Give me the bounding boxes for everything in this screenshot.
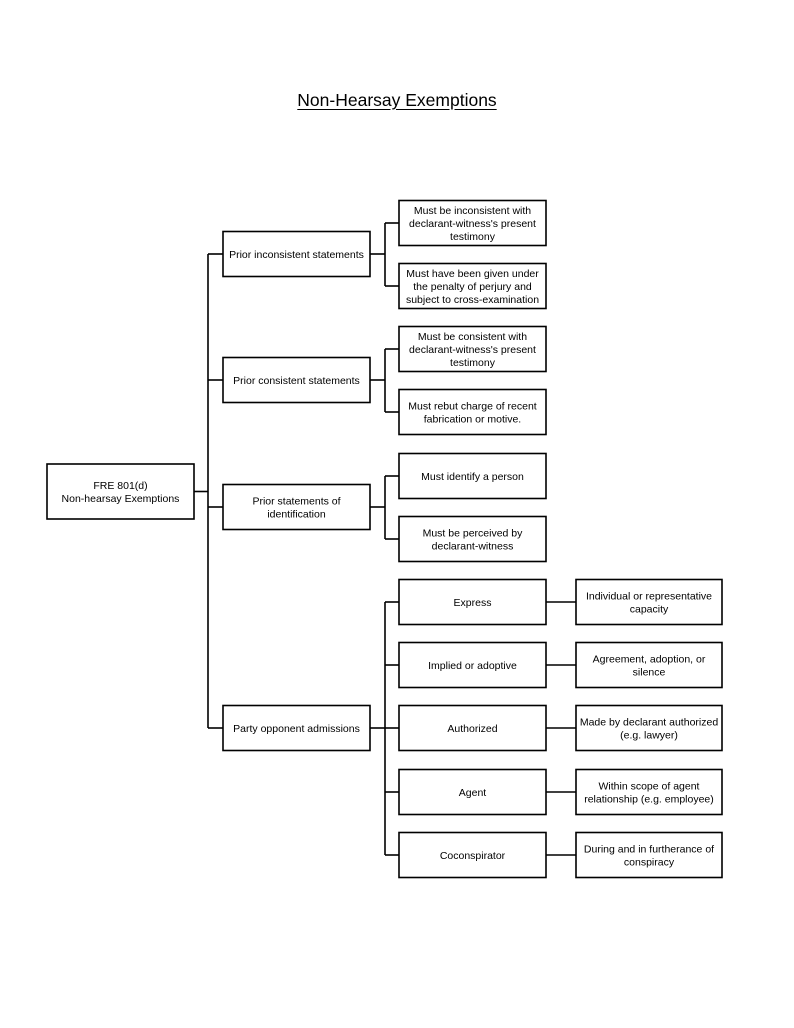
category-prior-inconsistent-text-line: Prior inconsistent statements: [229, 249, 364, 261]
category-prior-consistent-text-line: Prior consistent statements: [233, 375, 360, 387]
prior-inconsistent-requirement-node-text-line: the penalty of perjury and: [413, 281, 532, 293]
party-opponent-requirement-node: Coconspirator: [398, 831, 547, 879]
category-party-opponent-text-line: Party opponent admissions: [233, 723, 360, 735]
party-opponent-requirement-node-border: [398, 578, 547, 626]
category-prior-inconsistent: Prior inconsistent statements: [222, 230, 371, 278]
root-node-text-line: Non-hearsay Exemptions: [62, 493, 180, 505]
party-opponent-detail-node-border: [575, 831, 723, 879]
prior-consistent-requirement-node-border: [398, 388, 547, 436]
prior-identification-requirement-node-text-line: declarant-witness: [432, 541, 514, 553]
party-opponent-requirement-node: Express: [398, 578, 547, 626]
party-opponent-detail-node-border: [575, 704, 723, 752]
party-opponent-detail-node-text-line: Made by declarant authorized: [580, 717, 718, 729]
prior-consistent-requirement-node-text-line: declarant-witness's present: [409, 344, 536, 356]
prior-inconsistent-requirement-node-text-line: Must have been given under: [406, 268, 539, 280]
category-prior-identification-text-line: identification: [267, 509, 326, 521]
category-prior-identification-text-line: Prior statements of: [252, 496, 340, 508]
prior-inconsistent-requirement-node: Must be inconsistent withdeclarant-witne…: [398, 199, 547, 247]
root-node-text-line: FRE 801(d): [93, 480, 147, 492]
prior-consistent-requirement-node-text-line: Must be consistent with: [418, 331, 527, 343]
party-opponent-detail-node-border: [575, 768, 723, 816]
connector-lines: [194, 222, 576, 856]
category-party-opponent-border: [222, 704, 371, 752]
party-opponent-requirement-node-text-line: Coconspirator: [440, 850, 506, 862]
prior-consistent-requirement-node-text-line: fabrication or motive.: [424, 414, 521, 426]
party-opponent-requirement-node-border: [398, 704, 547, 752]
prior-inconsistent-requirement-node-border: [398, 199, 547, 247]
prior-identification-requirement-node-border: [398, 515, 547, 563]
category-prior-identification-border: [222, 483, 371, 531]
party-opponent-detail-node-text-line: Individual or representative: [586, 591, 712, 603]
prior-inconsistent-requirement-node-text-line: declarant-witness's present: [409, 218, 536, 230]
prior-inconsistent-requirement-node-text-line: testimony: [450, 231, 496, 243]
party-opponent-detail-node-text-line: (e.g. lawyer): [620, 730, 678, 742]
prior-identification-requirement-node: Must identify a person: [398, 452, 547, 500]
page-title: Non-Hearsay Exemptions: [297, 90, 497, 110]
prior-consistent-requirement-node-text-line: testimony: [450, 357, 496, 369]
party-opponent-requirement-node-text-line: Express: [454, 597, 492, 609]
category-prior-consistent: Prior consistent statements: [222, 356, 371, 404]
party-opponent-requirement-node-border: [398, 831, 547, 879]
prior-consistent-requirement-node-text-line: Must rebut charge of recent: [408, 401, 536, 413]
party-opponent-detail-node-text-line: Agreement, adoption, or: [593, 654, 706, 666]
party-opponent-requirement-node-border: [398, 641, 547, 689]
party-opponent-requirement-node-text-line: Agent: [459, 787, 487, 799]
party-opponent-detail-node-text-line: relationship (e.g. employee): [584, 794, 714, 806]
prior-identification-requirement-node-text-line: Must be perceived by: [423, 528, 524, 540]
party-opponent-requirement-node: Authorized: [398, 704, 547, 752]
party-opponent-detail-node-text-line: During and in furtherance of: [584, 844, 714, 856]
category-prior-inconsistent-border: [222, 230, 371, 278]
party-opponent-detail-node: Made by declarant authorized(e.g. lawyer…: [575, 704, 723, 752]
party-opponent-detail-node-text-line: capacity: [630, 604, 669, 616]
party-opponent-detail-node-text-line: silence: [633, 667, 666, 679]
party-opponent-requirement-node-border: [398, 768, 547, 816]
prior-identification-requirement-node-border: [398, 452, 547, 500]
diagram-nodes: FRE 801(d)Non-hearsay Exemptions Prior in…: [46, 199, 723, 879]
party-opponent-detail-node-text-line: Within scope of agent: [599, 781, 700, 793]
prior-inconsistent-requirement-node-border: [398, 262, 547, 310]
prior-consistent-requirement-node-border: [398, 325, 547, 373]
prior-inconsistent-requirement-node-text-line: Must be inconsistent with: [414, 205, 531, 217]
root-node: FRE 801(d)Non-hearsay Exemptions: [46, 463, 195, 520]
category-party-opponent: Party opponent admissions: [222, 704, 371, 752]
prior-inconsistent-requirement-node-text-line: subject to cross-examination: [406, 294, 539, 306]
party-opponent-requirement-node: Implied or adoptive: [398, 641, 547, 689]
prior-identification-requirement-node-text-line: Must identify a person: [421, 471, 524, 483]
party-opponent-requirement-node-text-line: Implied or adoptive: [428, 660, 517, 672]
party-opponent-requirement-node: Agent: [398, 768, 547, 816]
root-node-border: [46, 463, 195, 520]
party-opponent-detail-node-border: [575, 641, 723, 689]
prior-consistent-requirement-node: Must be consistent withdeclarant-witness…: [398, 325, 547, 373]
party-opponent-detail-node-text-line: conspiracy: [624, 857, 675, 869]
party-opponent-detail-node-border: [575, 578, 723, 626]
party-opponent-requirement-node-text-line: Authorized: [447, 723, 497, 735]
category-prior-consistent-border: [222, 356, 371, 404]
